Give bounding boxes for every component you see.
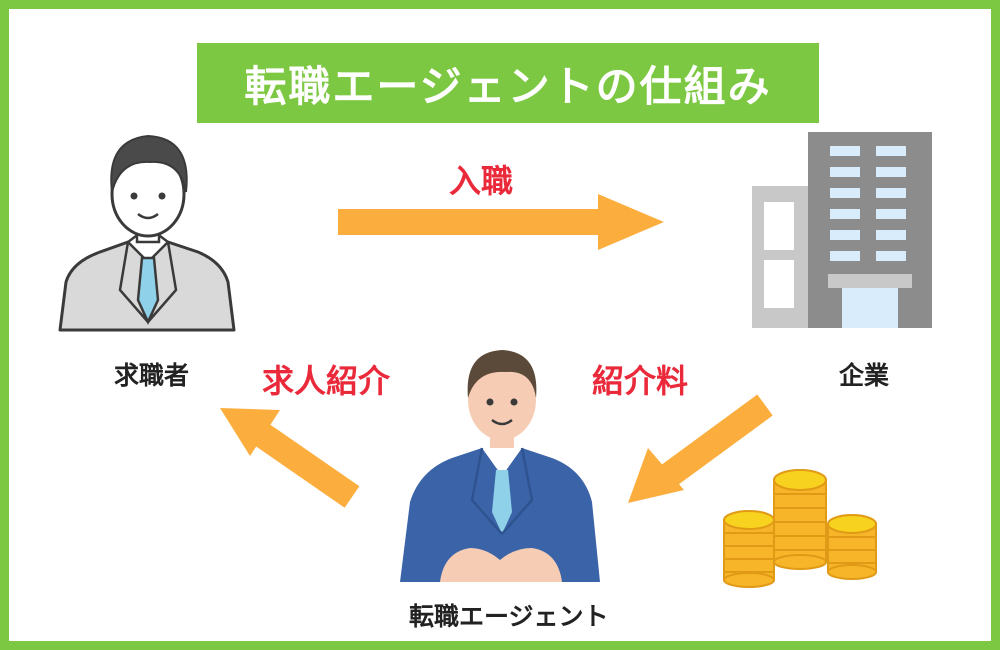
agent-person-icon (400, 350, 600, 582)
diagram-title: 転職エージェントの仕組み (244, 61, 772, 111)
job-seeker-person-icon (58, 134, 236, 332)
title-banner: 転職エージェントの仕組み (197, 43, 819, 123)
flow-label-hire: 入職 (449, 162, 514, 200)
flow-label-introduce: 求人紹介 (262, 362, 391, 400)
diagram-artwork (58, 132, 932, 588)
node-label-company: 企業 (839, 361, 890, 390)
coin-stacks-icon (723, 469, 877, 588)
arrow-hire (338, 194, 664, 250)
arrow-introduce (220, 408, 360, 508)
arrow-fee (628, 394, 773, 503)
node-label-job-seeker: 求職者 (114, 361, 190, 390)
flow-label-fee: 紹介料 (592, 362, 689, 400)
office-building-icon (752, 132, 932, 328)
node-label-agent: 転職エージェント (409, 602, 609, 631)
